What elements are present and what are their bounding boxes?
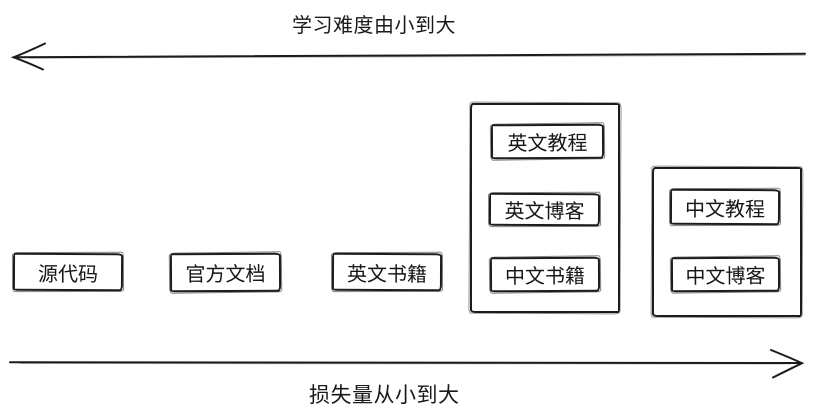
box-chinese-tutorials: 中文教程 <box>669 188 781 226</box>
box-label: 英文书籍 <box>346 263 428 286</box>
box-label: 源代码 <box>37 263 99 286</box>
box-english-blogs: 英文博客 <box>488 192 601 227</box>
box-chinese-blogs: 中文博客 <box>670 256 781 293</box>
left-arrow-icon <box>10 42 806 71</box>
right-arrow-icon <box>9 349 805 379</box>
box-label: 中文教程 <box>684 198 766 221</box>
box-label: 英文教程 <box>507 132 588 156</box>
box-english-books: 英文书籍 <box>331 252 443 292</box>
box-label: 官方文档 <box>185 263 266 287</box>
box-source-code: 源代码 <box>12 252 124 292</box>
box-official-docs: 官方文档 <box>169 252 282 293</box>
box-label: 中文博客 <box>685 265 766 289</box>
bottom-axis-label: 损失量从小到大 <box>309 384 460 407</box>
box-chinese-books: 中文书籍 <box>489 256 601 293</box>
box-english-tutorials: 英文教程 <box>490 123 605 160</box>
top-axis-label: 学习难度由小到大 <box>292 15 456 37</box>
box-label: 中文书籍 <box>504 265 586 289</box>
box-label: 英文博客 <box>504 200 585 224</box>
group-box-mixed-english-chinese: 英文教程 英文博客 中文书籍 <box>470 103 620 313</box>
group-box-chinese: 中文教程 中文博客 <box>652 167 802 317</box>
